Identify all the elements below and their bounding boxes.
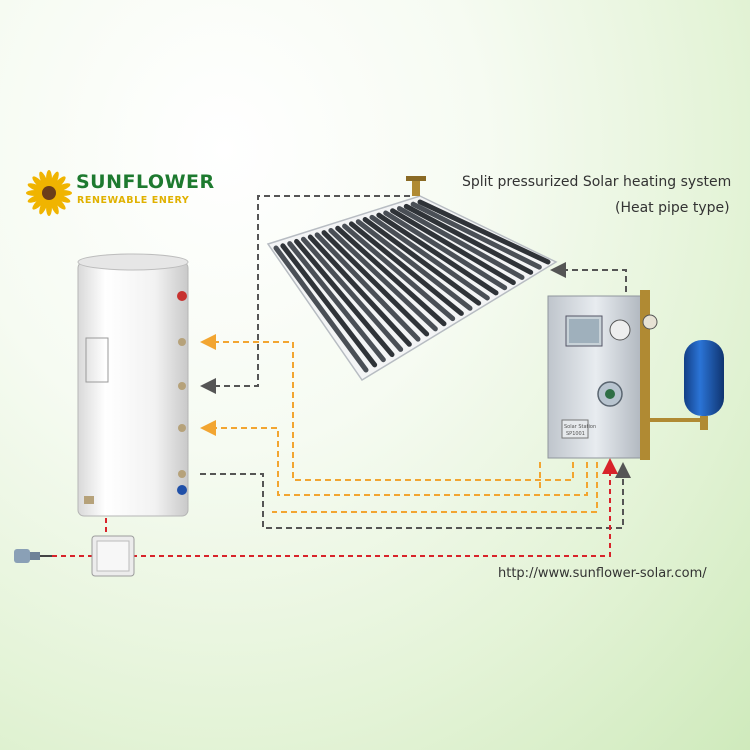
storage-tank <box>77 253 189 517</box>
sunflower-petal <box>39 197 49 215</box>
vacuum-tube <box>369 214 490 301</box>
vacuum-tube <box>362 217 482 306</box>
logo-brand: SUNFLOWER <box>76 171 215 193</box>
pipe-tank-to-station <box>200 462 631 529</box>
wire-to-station <box>52 466 610 557</box>
vacuum-tubes <box>273 199 551 373</box>
vacuum-tube <box>390 208 516 286</box>
company-logo: SUNFLOWER RENEWABLE ENERY <box>24 168 214 218</box>
station-model: SP1001 <box>566 431 585 437</box>
sunflower-petal <box>52 196 66 210</box>
solar-collector <box>266 176 558 382</box>
website-url: http://www.sunflower-solar.com/ <box>498 566 707 581</box>
vacuum-tube <box>403 203 534 275</box>
station-label: Solar Station <box>564 424 596 430</box>
pipe-station-to-collector <box>550 262 627 292</box>
vacuum-tube <box>396 206 525 280</box>
gauge-icon <box>609 319 631 341</box>
pump-station: Solar Station SP1001 <box>547 290 708 460</box>
vacuum-tube <box>383 210 508 291</box>
sunflower-petal <box>53 183 71 193</box>
vacuum-tube <box>410 201 542 270</box>
vacuum-tube <box>314 232 421 342</box>
pipe-collector-to-tank <box>200 195 410 394</box>
sunflower-petal <box>32 176 46 190</box>
sunflower-petal <box>39 171 49 189</box>
pipe-hot-lower <box>200 420 588 496</box>
sunflower-petal <box>27 183 45 193</box>
vacuum-tube <box>342 223 456 322</box>
vacuum-tube <box>280 243 378 368</box>
vacuum-tube <box>321 230 430 337</box>
vacuum-tube <box>335 225 447 327</box>
pipe-hot-return-2 <box>272 462 598 513</box>
vacuum-tube <box>300 236 404 352</box>
diagram-subtitle: (Heat pipe type) <box>615 200 730 216</box>
sunflower-petal <box>27 193 45 203</box>
vacuum-tube <box>328 227 438 332</box>
sunflower-petal <box>49 171 59 189</box>
vacuum-tube <box>348 221 464 316</box>
diagram-title: Split pressurized Solar heating system <box>462 174 732 190</box>
plug-icon <box>14 549 52 563</box>
sunflower-petal <box>49 197 59 215</box>
sunflower-petal <box>32 196 46 210</box>
junction-box-icon <box>91 535 135 577</box>
vacuum-tube <box>294 238 395 358</box>
vacuum-tube <box>417 199 551 265</box>
vacuum-tube <box>376 212 499 296</box>
vacuum-tube <box>307 234 412 347</box>
vacuum-tube <box>355 219 473 311</box>
pipe-hot-upper <box>200 334 574 481</box>
vacuum-tube <box>287 241 386 363</box>
sunflower-icon <box>26 170 72 216</box>
expansion-vessel-icon <box>684 340 724 430</box>
sunflower-petal <box>53 193 71 203</box>
vacuum-tube <box>273 245 369 373</box>
sunflower-petal <box>52 176 66 190</box>
logo-tagline: RENEWABLE ENERY <box>77 195 190 206</box>
